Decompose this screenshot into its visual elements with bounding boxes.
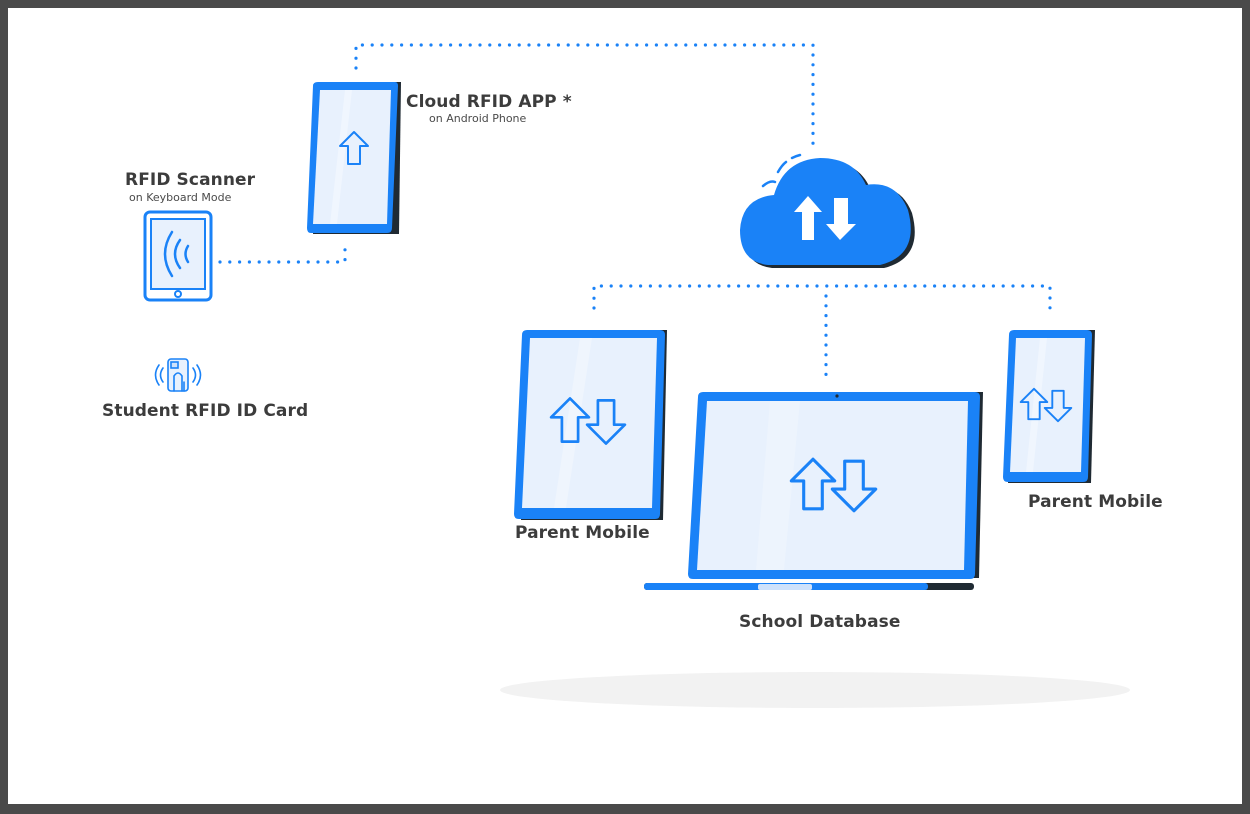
cloud-sync-icon <box>740 153 915 268</box>
cloud-app-phone-device <box>307 82 401 234</box>
parent-tablet-title: Parent Mobile <box>515 523 650 543</box>
school-database-title: School Database <box>739 612 901 632</box>
cloud-app-title: Cloud RFID APP * <box>406 92 572 112</box>
rfid-card-icon <box>154 358 202 392</box>
connector-app-to-cloud <box>354 43 815 147</box>
parent-phone-device <box>1003 330 1095 483</box>
connector-cloud-to-devices <box>592 284 1052 380</box>
wireless-signal-icon <box>163 230 190 278</box>
connector-scanner-to-app <box>218 238 347 264</box>
diagram-svg <box>143 43 1130 708</box>
home-button-icon <box>174 290 182 298</box>
rfid-scanner-subtitle: on Keyboard Mode <box>129 191 232 204</box>
school-laptop-device <box>644 392 983 590</box>
diagram-canvas: RFID Scanner on Keyboard Mode Cloud RFID… <box>8 8 1242 804</box>
rfid-scanner-device <box>143 210 213 302</box>
cloud-app-subtitle: on Android Phone <box>429 112 527 125</box>
student-card-title: Student RFID ID Card <box>102 401 309 421</box>
parent-tablet-device <box>514 330 667 520</box>
rfid-scanner-title: RFID Scanner <box>125 170 256 190</box>
parent-phone-title: Parent Mobile <box>1028 492 1163 512</box>
floor-shadow <box>500 672 1130 708</box>
